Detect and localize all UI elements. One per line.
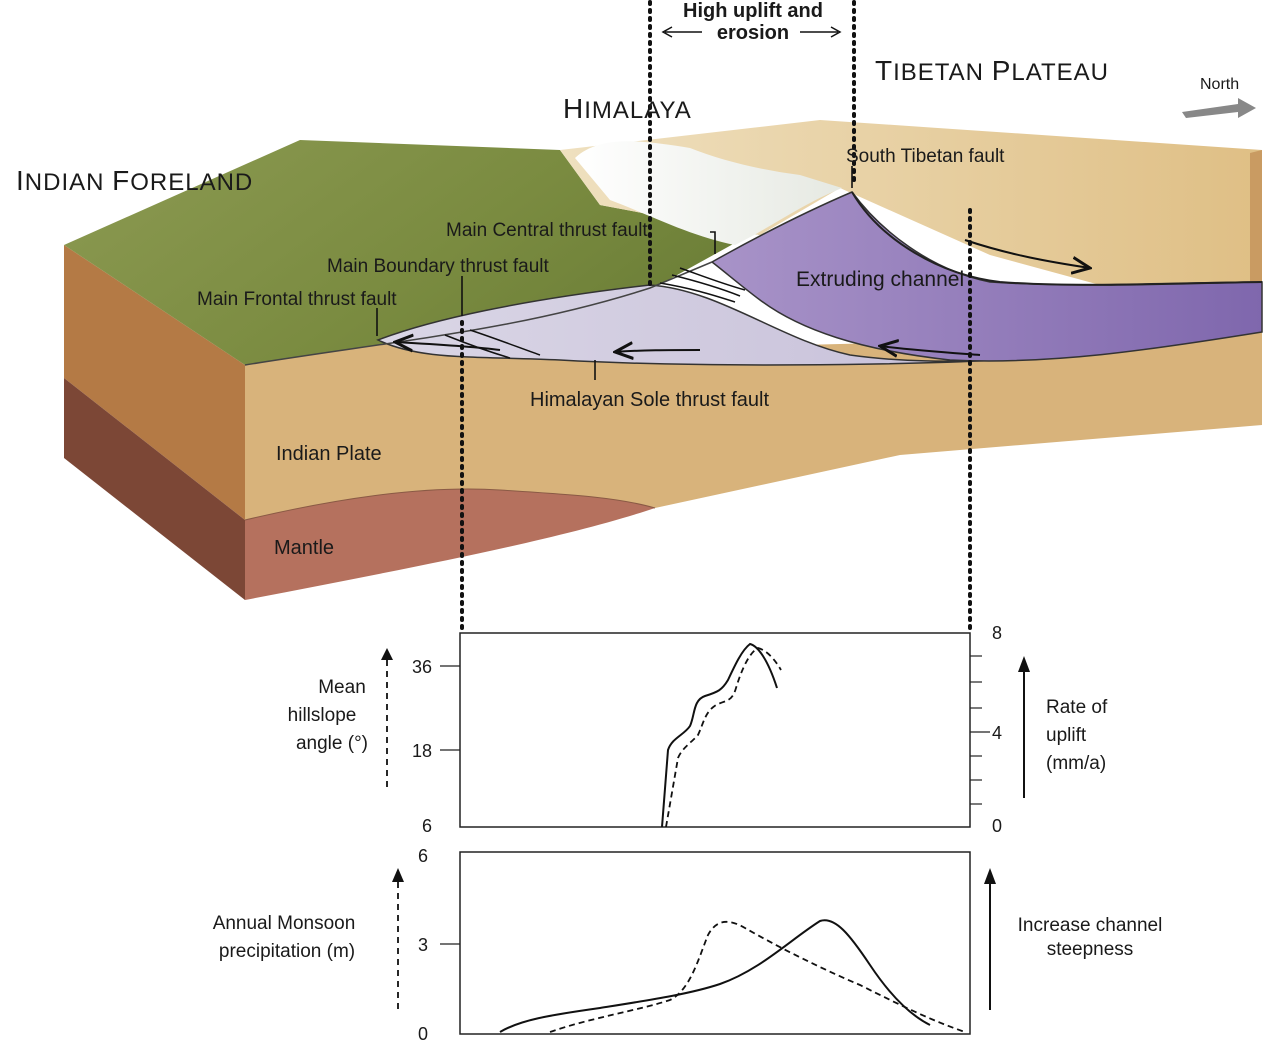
- chart2-right-label-2: steepness: [1047, 939, 1134, 960]
- chart1-left-label-2: hillslope: [288, 705, 357, 726]
- tibetan-plateau-label: TIBETAN PLATEAU: [875, 55, 1109, 86]
- main-frontal-thrust-label: Main Frontal thrust fault: [197, 289, 397, 310]
- uplift-arrow: [661, 26, 842, 38]
- chart-precipitation-steepness: 6 3 0 Annual Monsoon precipitation (m) I…: [213, 846, 1163, 1044]
- north-label: North: [1200, 76, 1239, 93]
- ridge-line: [244, 261, 713, 366]
- thrust-lines-central: [659, 267, 746, 303]
- chart1-right-tick-4: 4: [992, 723, 1002, 743]
- plateau-flow-arrow: [964, 239, 1090, 268]
- chart2-left-label-2: precipitation (m): [219, 941, 355, 962]
- main-central-thrust-label: Main Central thrust fault: [446, 220, 648, 241]
- himalaya-peaks: [575, 141, 842, 245]
- chart2-solid-curve: [499, 919, 931, 1033]
- main-boundary-thrust-label: Main Boundary thrust fault: [327, 256, 550, 277]
- sole-arrow-1: [880, 346, 981, 355]
- mantle-front-face: [245, 489, 655, 600]
- chart1-right-label-3: (mm/a): [1046, 753, 1106, 774]
- sole-thrust-label: Himalayan Sole thrust fault: [530, 389, 769, 411]
- south-tibetan-fault-label: South Tibetan fault: [846, 146, 1005, 167]
- sole-arrow-3: [395, 342, 501, 350]
- thrust-lines-frontal: [444, 329, 541, 359]
- south-tibetan-fault-line: [851, 191, 1263, 286]
- moho-line: [244, 488, 656, 521]
- chart2-left-tick-0: 0: [418, 1024, 428, 1043]
- chart1-dashed-curve: [665, 647, 782, 828]
- chart1-frame: [459, 632, 971, 828]
- chart1-left-tick-6: 6: [422, 816, 432, 836]
- uplift-label-line1: High uplift and: [683, 0, 823, 22]
- chart1-right-tick-0: 0: [992, 816, 1002, 836]
- chart2-left-tick-6: 6: [418, 846, 428, 866]
- crust-left-face: [64, 245, 245, 520]
- sole-thrust-body: [376, 284, 1001, 366]
- chart1-solid-curve: [661, 642, 778, 828]
- leader-lines: [376, 166, 853, 380]
- chart2-left-tick-3: 3: [418, 935, 428, 955]
- sole-arrow-2: [615, 350, 701, 352]
- chart2-dashed-curve: [549, 920, 966, 1033]
- chart1-right-tick-8: 8: [992, 623, 1002, 643]
- chart1-left-label-3: angle (°): [296, 733, 368, 754]
- mantle-label: Mantle: [274, 537, 334, 559]
- extruding-channel-label: Extruding channel: [796, 268, 964, 291]
- geologic-block: [64, 120, 1263, 600]
- chart1-left-tick-18: 18: [412, 741, 432, 761]
- chart2-left-label-1: Annual Monsoon: [213, 913, 356, 934]
- north-arrow-icon: [1182, 98, 1256, 118]
- uplift-label-line2: erosion: [717, 22, 789, 44]
- mantle-left-face: [64, 378, 245, 600]
- chart1-right-label-1: Rate of: [1046, 697, 1108, 718]
- chart2-right-label-1: Increase channel: [1018, 915, 1163, 936]
- chart-hillslope-uplift: 36 18 6 8 4 0 Mean hillslope angle (°) R…: [288, 623, 1108, 836]
- himalaya-label: HIMALAYA: [563, 93, 692, 124]
- chart1-left-tick-36: 36: [412, 657, 432, 677]
- indian-plate-label: Indian Plate: [276, 443, 382, 465]
- chart2-frame: [459, 851, 971, 1035]
- diagram-labels: INDIAN FORELAND HIMALAYA TIBETAN PLATEAU…: [16, 0, 1239, 559]
- foreland-surface: [64, 140, 840, 365]
- chart1-right-label-2: uplift: [1046, 725, 1087, 746]
- indian-foreland-label: INDIAN FORELAND: [16, 165, 253, 196]
- projection-lines: [460, 0, 972, 634]
- chart1-left-label-1: Mean: [318, 677, 366, 698]
- plateau-back-face: [1250, 150, 1262, 302]
